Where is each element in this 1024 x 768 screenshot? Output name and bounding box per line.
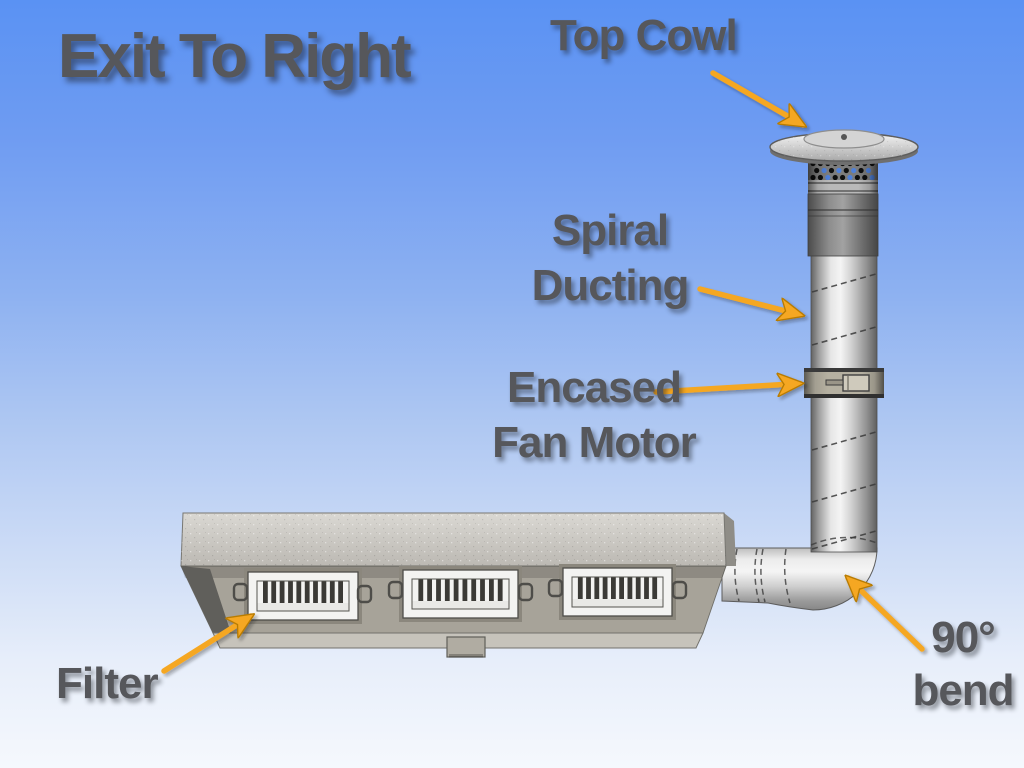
label-bend-line2: bend — [912, 665, 1014, 715]
clamp-screw-housing — [842, 374, 870, 392]
filter-3 — [547, 564, 688, 620]
label-spiral-ducting: Spiral Ducting — [495, 203, 725, 313]
filter-handle — [232, 582, 249, 602]
extraction-hood — [180, 512, 736, 658]
label-top-cowl: Top Cowl — [550, 11, 738, 60]
callout-arrows — [161, 70, 925, 674]
label-filter: Filter — [56, 659, 159, 708]
90-degree-bend — [721, 547, 878, 611]
label-bend-line1: 90° — [931, 613, 996, 662]
filter-handle — [356, 584, 373, 604]
hood-right-edge — [724, 513, 736, 566]
encased-fan-motor-clamp — [804, 368, 884, 398]
bend-seam — [810, 536, 878, 546]
filter-handle — [547, 578, 564, 598]
spiral-ducting — [810, 253, 878, 553]
label-spiral-line1: Spiral — [551, 206, 669, 255]
filter-2 — [387, 566, 534, 622]
horizontal-duct-seams — [734, 548, 791, 604]
filter-handle — [671, 580, 688, 600]
hood-center-tab — [446, 636, 486, 658]
label-encased-line2: Fan Motor — [492, 418, 697, 467]
cowl-body — [807, 193, 879, 257]
label-encased-line1: Encased — [507, 363, 682, 412]
top-cowl — [769, 129, 919, 257]
label-90-degree-bend: 90° bend — [893, 612, 1024, 718]
hood-left-shadow — [181, 566, 231, 633]
arrow-top-cowl — [710, 70, 803, 125]
filter-handle — [387, 580, 404, 600]
arrow-fan-motor — [653, 384, 800, 393]
duct-run — [721, 253, 884, 611]
page-title: Exit To Right — [58, 22, 412, 91]
filter-1 — [232, 568, 373, 624]
label-encased-fan-motor: Encased Fan Motor — [449, 360, 739, 470]
arrow-filter — [161, 616, 251, 674]
spiral-seams — [811, 273, 877, 550]
label-spiral-line2: Ducting — [531, 261, 690, 310]
clamp-bolt — [825, 379, 844, 386]
filter-handle — [517, 582, 534, 602]
arrow-bend — [848, 578, 925, 652]
arrow-spiral-ducting — [697, 286, 801, 315]
baffle-filters — [232, 564, 688, 624]
cowl-cap-center — [841, 134, 847, 140]
